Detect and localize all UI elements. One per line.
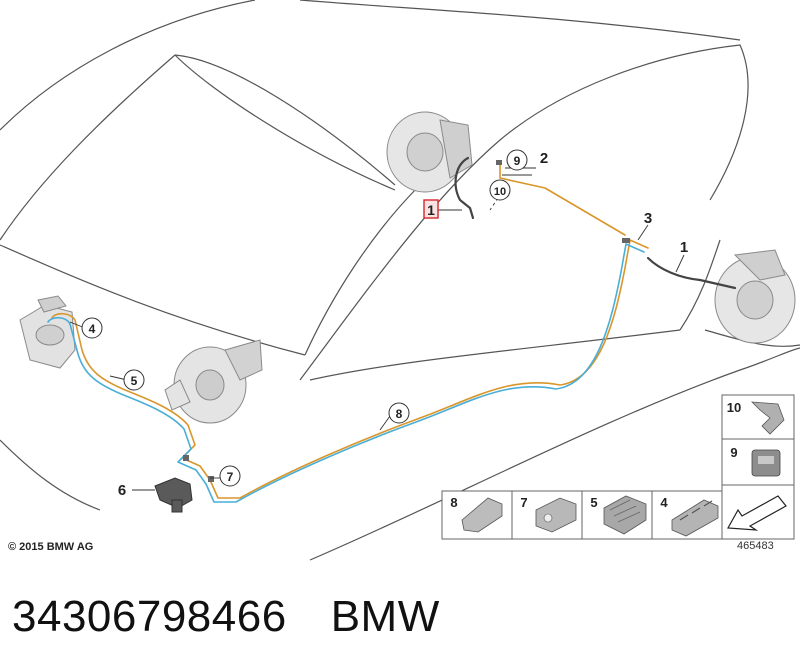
svg-text:3: 3 [644, 210, 652, 227]
svg-text:5: 5 [131, 374, 138, 388]
svg-text:6: 6 [118, 482, 126, 499]
bracket-clip-icon [750, 401, 785, 435]
abs-connector-unit [154, 477, 193, 513]
svg-text:1: 1 [427, 202, 435, 218]
legend-cell-8: 8 [441, 490, 513, 540]
rear-brake-disc-right [714, 249, 796, 344]
legend-cell-5: 5 [581, 490, 653, 540]
legend-cell-4: 4 [651, 490, 723, 540]
svg-text:2: 2 [540, 150, 548, 167]
svg-text:5: 5 [590, 495, 597, 510]
exploded-parts-diagram: 1 2 9 10 3 1 4 5 6 7 8 10 [0, 0, 800, 561]
callout-5: 5 [123, 369, 145, 391]
line-clips [183, 160, 630, 482]
svg-text:7: 7 [520, 495, 527, 510]
svg-text:9: 9 [514, 154, 521, 168]
master-cylinder [19, 295, 76, 369]
callout-4: 4 [81, 317, 103, 339]
callout-2: 2 [540, 150, 548, 167]
diagram-number: 465483 [737, 540, 774, 552]
legend-cell-9: 9 [721, 438, 795, 486]
part-number-line: 34306798466 BMW [12, 592, 440, 642]
grommet-clip-icon [751, 449, 781, 477]
svg-text:1: 1 [680, 239, 688, 256]
callout-9-top: 9 [506, 149, 528, 171]
svg-text:9: 9 [730, 445, 737, 460]
svg-text:7: 7 [227, 470, 234, 484]
front-brake-assembly [164, 339, 263, 424]
brake-lines [47, 156, 737, 503]
multi-clip-icon [603, 495, 647, 535]
svg-text:10: 10 [727, 400, 741, 415]
double-clip-icon [535, 497, 577, 533]
svg-text:4: 4 [660, 495, 668, 510]
callout-10-top: 10 [489, 179, 511, 201]
svg-text:8: 8 [450, 495, 457, 510]
car-outline [0, 0, 800, 561]
line-clip-icon [461, 497, 503, 533]
svg-text:8: 8 [396, 407, 403, 421]
legend-cell-7: 7 [511, 490, 583, 540]
callout-1-top: 1 [423, 199, 439, 219]
legend-cell-10: 10 [721, 394, 795, 440]
triple-clip-icon [671, 499, 719, 537]
brand-name: BMW [330, 592, 440, 641]
callout-8: 8 [388, 402, 410, 424]
rear-brake-disc-top [386, 111, 473, 193]
copyright-notice: © 2015 BMW AG [8, 541, 94, 553]
callout-3: 3 [644, 210, 652, 227]
scope-arrow-icon [727, 495, 787, 531]
callout-1-right: 1 [680, 239, 688, 256]
svg-text:10: 10 [494, 186, 506, 198]
callout-7: 7 [219, 465, 241, 487]
svg-text:4: 4 [89, 322, 96, 336]
part-number: 34306798466 [12, 592, 287, 641]
legend-cell-arrow [721, 484, 795, 540]
parts-legend: 10 9 8 7 [441, 394, 795, 540]
callout-6: 6 [118, 482, 126, 499]
